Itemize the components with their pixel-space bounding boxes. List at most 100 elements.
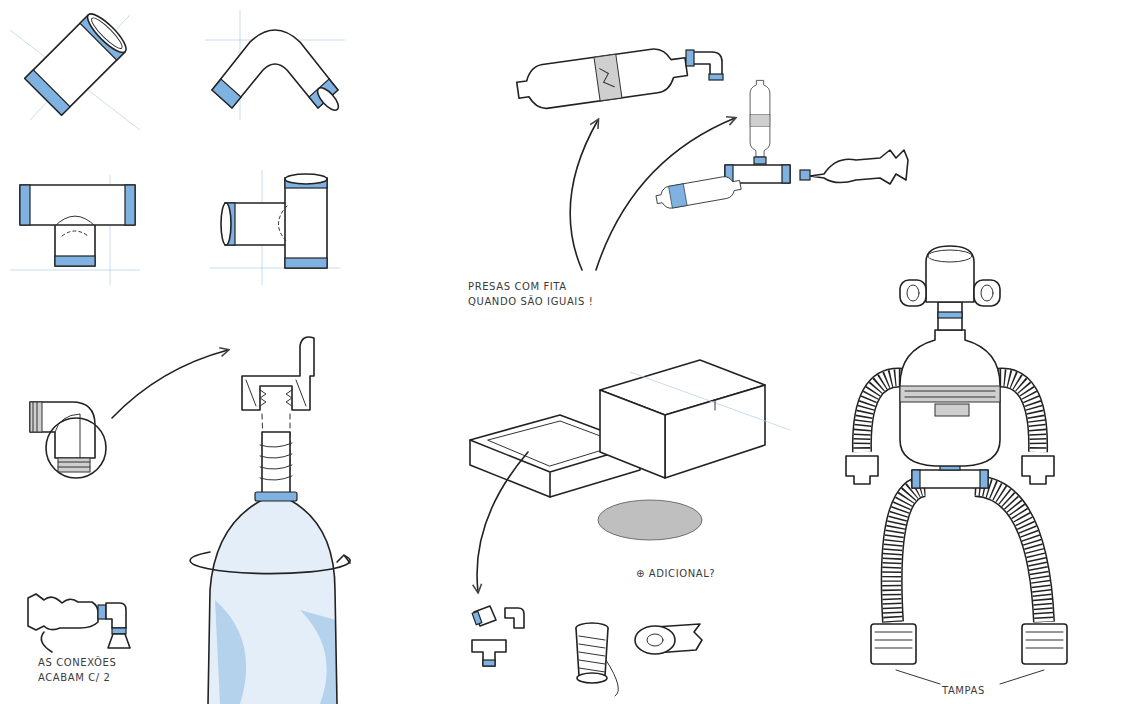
threaded-elbow — [30, 402, 95, 458]
bottle-robot — [974, 280, 1000, 306]
bottle-assembly — [28, 594, 130, 652]
storage-box — [600, 390, 665, 478]
bottle-robot — [912, 470, 920, 488]
bottle-robot — [938, 302, 962, 330]
bottle-robot — [862, 378, 905, 452]
bottle-assembly — [669, 184, 688, 208]
bottle-assembly — [112, 628, 126, 634]
bottle-robot — [995, 378, 1038, 452]
cap-section — [246, 380, 256, 406]
threaded-elbow — [58, 458, 90, 472]
tape-roll — [635, 624, 702, 654]
bottle — [190, 432, 350, 704]
bottle-assembly — [106, 603, 126, 628]
construction-lines — [10, 10, 345, 285]
bottle-robot — [975, 486, 1044, 622]
bottle-assembly — [686, 50, 694, 66]
bottle-assembly — [98, 605, 106, 619]
pipe-tee — [20, 185, 30, 225]
bottle-robot — [935, 404, 969, 416]
cap-section — [242, 337, 314, 410]
bottle-assembly — [690, 52, 722, 76]
pipe-tee — [279, 206, 288, 242]
bottle-assembly — [515, 45, 689, 112]
pipe-coupling — [88, 15, 125, 52]
threaded-elbow — [33, 402, 34, 432]
bottle-robot — [907, 285, 919, 301]
bottle-robot — [892, 486, 925, 622]
small-parts — [505, 608, 524, 628]
bottle-robot — [926, 246, 974, 302]
thread-spool — [576, 628, 608, 676]
bottle-robot — [938, 312, 962, 318]
bottle-assembly — [108, 634, 130, 648]
bottle-assembly — [725, 165, 790, 183]
pipe-tee — [55, 256, 95, 266]
bottle-assembly — [570, 120, 598, 270]
bottle-robot — [900, 280, 926, 306]
bottle-robot — [892, 486, 925, 622]
pipe-elbow — [314, 85, 342, 114]
thread-spool — [576, 623, 618, 696]
pipe-coupling — [83, 9, 131, 57]
pipe-tee — [62, 231, 88, 236]
small-parts — [483, 660, 495, 666]
threaded-elbow — [30, 402, 42, 432]
small-parts — [472, 611, 482, 624]
pipe-tee — [225, 203, 287, 245]
threaded-elbow — [58, 462, 90, 463]
storage-box — [477, 452, 528, 592]
bottle-assembly — [600, 67, 615, 88]
bottle-assembly — [655, 174, 743, 210]
bottle-assembly — [28, 594, 98, 630]
pipe-tee — [125, 185, 135, 225]
note-label: AS CONEXÕES ACABAM C/ 2 — [38, 656, 130, 685]
bracket-lines — [896, 670, 1044, 684]
bottle-assembly — [800, 170, 810, 180]
threaded-elbow — [55, 414, 80, 458]
cap-section — [260, 390, 266, 406]
pipe-tee — [285, 258, 327, 268]
bottle-robot — [980, 470, 988, 488]
threaded-elbow — [58, 467, 90, 468]
threaded-elbow — [37, 402, 38, 432]
bottle-assembly — [750, 80, 770, 156]
pipe-tee — [55, 222, 95, 266]
bottle — [208, 500, 337, 704]
bottle-robot — [1022, 456, 1054, 484]
bottle-robot — [981, 285, 993, 301]
pipe-tee — [221, 174, 327, 268]
bottle-assembly — [515, 45, 689, 112]
bottle-assembly — [754, 157, 766, 164]
bottle-robot — [995, 378, 1038, 452]
bottle-assembly — [515, 45, 908, 270]
threaded-elbow — [112, 350, 228, 418]
pipe-tee — [55, 216, 95, 226]
pipe-tee — [20, 185, 135, 266]
cap-section — [286, 390, 292, 406]
bottle — [260, 443, 292, 480]
small-parts — [472, 606, 524, 666]
bottle-assembly — [709, 74, 723, 80]
tape-roll — [635, 626, 675, 654]
bottle — [255, 492, 297, 501]
bottle-robot — [871, 624, 916, 664]
note-label: ⊕ ADICIONAL? — [636, 567, 751, 582]
pipe-tee — [20, 185, 135, 225]
storage-box — [715, 400, 716, 410]
bracket-lines — [1000, 670, 1044, 684]
bottle-assembly — [810, 150, 908, 184]
bottle — [337, 555, 350, 563]
bottle-assembly — [782, 165, 790, 183]
bottle-robot — [875, 632, 912, 648]
bottle-robot — [900, 386, 1000, 402]
bottle-robot — [846, 246, 1067, 664]
bottle-robot — [912, 470, 988, 488]
bottle-assembly — [41, 632, 52, 652]
pipe-tee — [285, 178, 327, 268]
bottle-robot — [862, 378, 905, 452]
pipe-elbow — [212, 79, 241, 108]
small-parts — [472, 640, 506, 666]
bottle-robot — [975, 486, 1044, 622]
